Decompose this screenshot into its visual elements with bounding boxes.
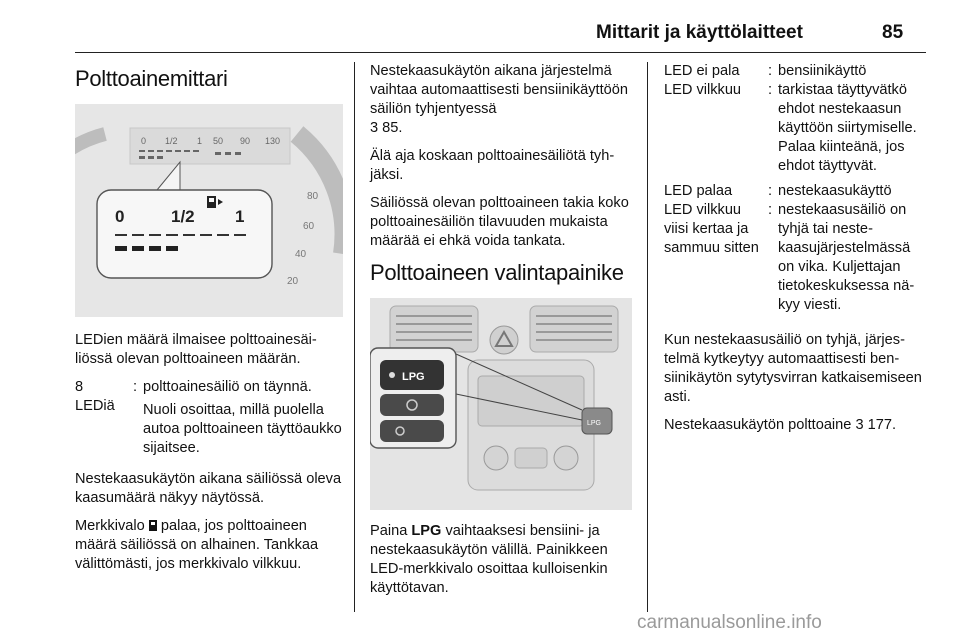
led-definition-list: 8 : polttoainesäiliö on täynnä. LEDiä Nu…: [75, 378, 343, 458]
watermark: carmanualsonline.info: [637, 612, 822, 633]
def-separator: [133, 397, 143, 458]
strip-label-half: 1/2: [165, 136, 178, 146]
def-term: LEDiä: [75, 398, 115, 414]
page-header: Mittarit ja käyttölaitteet 85: [0, 0, 960, 60]
fuel-selector-figure: LPG LPG: [370, 298, 632, 510]
header-title: Mittarit ja käyttölaitteet: [596, 22, 803, 43]
column-3: LED ei pala : bensiinikäyttö LED vilkkuu…: [664, 62, 929, 444]
fuel-led-row-top: [115, 234, 246, 236]
small-lpg-label: LPG: [587, 420, 601, 427]
state-separator: :: [768, 82, 773, 98]
paragraph-lpg-level: Nestekaasukäytön aikana säiliössä oleva …: [75, 471, 342, 506]
state-term: LED ei pala: [664, 63, 740, 79]
zoom-label-half: 1/2: [171, 207, 195, 226]
state-term: LED vilkkuu: [664, 82, 742, 98]
def-separator: :: [133, 379, 138, 395]
paragraph-press-lpg: Paina LPG vaihtaaksesi bensiini- ja nest…: [370, 522, 636, 598]
dial-tick-20: 20: [287, 276, 299, 287]
dial-tick-60: 60: [303, 221, 315, 232]
paragraph-capacity: Säiliössä olevan polttoaineen takia koko…: [370, 195, 629, 249]
state-description: tarkistaa täytty­vätkö ehdot neste­kaasu…: [778, 82, 917, 174]
paragraph-auto-switch: Nestekaasukäytön aikana järjes­telmä vai…: [370, 62, 636, 138]
state-description: bensiinikäyttö: [778, 63, 867, 79]
page-number: 85: [882, 22, 904, 43]
column-1: Polttoainemittari 80 60 40 20 0 1/2 1 50…: [75, 62, 343, 583]
figure-caption: LEDien määrä ilmaisee polttoainesäi­liös…: [75, 332, 317, 367]
auto-switch-text: Nestekaasukäytön aikana järjes­telmä vai…: [370, 63, 628, 117]
lpg-led-indicator: [389, 372, 395, 378]
strip-label-50: 50: [213, 136, 223, 146]
seat-heating-icon: [395, 426, 405, 436]
strip-label-1: 1: [197, 136, 202, 146]
section-heading-fuel-gauge: Polttoainemittari: [75, 66, 228, 91]
press-text: Paina: [370, 523, 408, 539]
padlock-icon: [406, 399, 418, 411]
warning-text-end: palaa, jos polttoaineen määrä säiliössä …: [75, 518, 319, 572]
led-state-list: LED ei pala : bensiinikäyttö LED vilkkuu…: [664, 62, 929, 315]
header-rule: [75, 52, 926, 53]
state-separator: :: [768, 183, 773, 199]
fuel-gauge-figure: 80 60 40 20 0 1/2 1 50 90 130 0 1/2 1: [75, 104, 343, 317]
paragraph-warning-light: Merkkivalo palaa, jos polttoaineen määrä…: [75, 517, 343, 574]
strip-label-0: 0: [141, 136, 146, 146]
state-separator: :: [768, 202, 773, 218]
warning-text-start: Merkkivalo: [75, 518, 145, 534]
state-separator: :: [768, 63, 773, 79]
state-term: LED palaa: [664, 183, 733, 199]
zoom-label-1: 1: [235, 207, 244, 226]
def-description: polttoainesäiliö on täynnä.: [143, 379, 312, 395]
strip-label-90: 90: [240, 136, 250, 146]
lpg-button-label: LPG: [402, 371, 425, 383]
lpg-fuel-text: Nestekaasukäytön polttoaine: [664, 417, 852, 433]
zoom-label-0: 0: [115, 207, 124, 226]
state-description: nestekaasusäiliö on tyhjä tai neste­kaas…: [778, 202, 915, 313]
paragraph-lpg-fuel: Nestekaasukäytön polttoaine 3 177.: [664, 416, 929, 435]
paragraph-empty-tank: Kun nestekaasusäiliö on tyhjä, järjes­te…: [664, 332, 922, 405]
state-description: nestekaasukäyttö: [778, 183, 892, 199]
press-text-end: vaihtaaksesi bensiini- ja nestekaasukäyt…: [370, 523, 608, 596]
section-heading-fuel-selector: Polttoaineen valintapainike: [370, 260, 624, 285]
page-reference: 3 177.: [855, 417, 897, 433]
lpg-button-ref: LPG: [411, 523, 442, 539]
dial-tick-40: 40: [295, 249, 307, 260]
state-term: LED vilkkuu viisi kertaa ja sammuu sitte…: [664, 202, 759, 256]
column-divider-2: [647, 62, 648, 612]
fuel-warning-icon: [148, 520, 157, 531]
column-2: Nestekaasukäytön aikana järjes­telmä vai…: [370, 62, 636, 607]
def-description: Nuoli osoittaa, millä puo­lella autoa po…: [143, 402, 342, 456]
fuel-gauge-illustration: 80 60 40 20 0 1/2 1 50 90 130 0 1/2 1: [75, 104, 343, 317]
page-reference: 3 85.: [370, 120, 403, 136]
dial-tick-80: 80: [307, 191, 319, 202]
dashboard-illustration: LPG LPG: [370, 298, 632, 510]
def-term: 8: [75, 379, 84, 395]
column-divider-1: [354, 62, 355, 612]
paragraph-never-empty: Älä aja koskaan polttoainesäiliötä tyh­j…: [370, 148, 615, 183]
fuel-led-row-lit: [115, 246, 178, 251]
fuel-pump-icon: [207, 196, 223, 208]
strip-label-130: 130: [265, 136, 280, 146]
